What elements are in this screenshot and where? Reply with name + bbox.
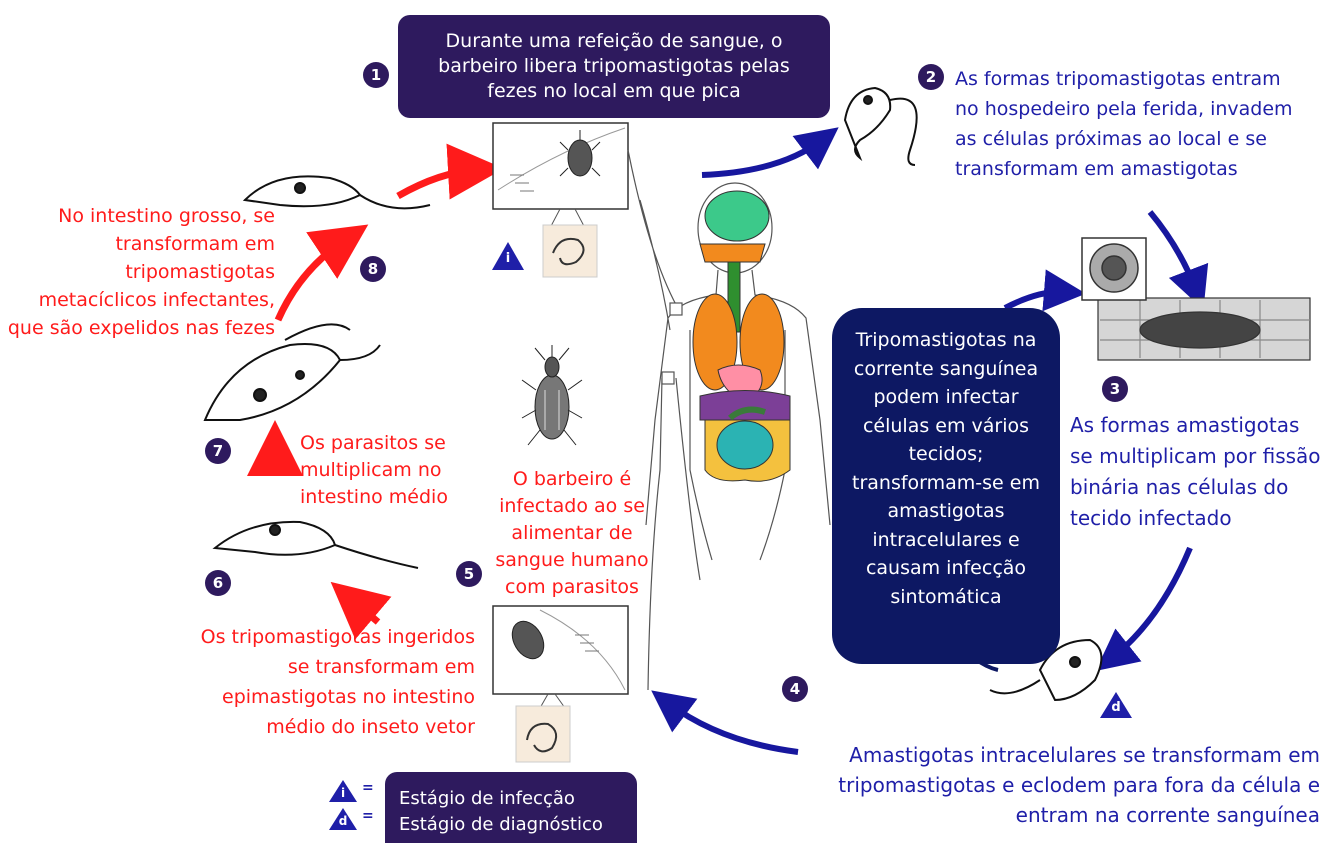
kissing-bug bbox=[522, 345, 582, 445]
arrow-2-to-3 bbox=[1150, 212, 1196, 290]
diagnostic-marker-letter: d bbox=[1108, 700, 1124, 716]
legend-infection-letter: i bbox=[335, 785, 351, 801]
trypomastigote-2 bbox=[845, 88, 917, 165]
arrow-8-to-1 bbox=[398, 170, 476, 196]
legend-diagnostic-letter: d bbox=[335, 813, 351, 829]
step-8-text: No intestino grosso, se transformam em t… bbox=[5, 202, 275, 342]
step-3-number: 3 bbox=[1102, 376, 1128, 402]
step-4-number: 4 bbox=[782, 676, 808, 702]
step-2-number: 2 bbox=[918, 64, 944, 90]
step-7-number: 7 bbox=[205, 438, 231, 464]
arrow-1-to-2 bbox=[702, 140, 822, 175]
step-5-number: 5 bbox=[456, 561, 482, 587]
muscle-tissue bbox=[1098, 298, 1310, 360]
step-1-box: Durante uma refeição de sangue, o barbei… bbox=[398, 15, 830, 118]
arrow-ingested-to-6 bbox=[352, 600, 378, 622]
amastigote-cell bbox=[1082, 238, 1146, 300]
legend-infection-label: Estágio de infecção bbox=[399, 786, 637, 812]
step-7-text: Os parasitos se multiplicam no intestino… bbox=[300, 430, 470, 511]
arrow-7-to-8 bbox=[278, 240, 345, 320]
step-3-text: As formas amastigotas se multiplicam por… bbox=[1070, 410, 1325, 534]
legend-diagnostic-label: Estágio de diagnóstico bbox=[399, 812, 637, 838]
bloodstream-box: Tripomastigotas na corrente sanguínea po… bbox=[832, 308, 1060, 664]
legend-equals-2: = bbox=[362, 808, 374, 824]
arrow-3-to-4 bbox=[1112, 548, 1190, 658]
legend-box: Estágio de infecção Estágio de diagnósti… bbox=[385, 772, 637, 843]
step-2-text: As formas tripomastigotas entram no hosp… bbox=[955, 64, 1295, 184]
step-6-text: Os tripomastigotas ingeridos se transfor… bbox=[185, 622, 475, 742]
epimastigote-6 bbox=[215, 522, 418, 568]
legend-equals-1: = bbox=[362, 780, 374, 796]
step-6-number: 6 bbox=[205, 570, 231, 596]
step-1-number: 1 bbox=[363, 62, 389, 88]
panel-bug-feeding-bottom bbox=[493, 606, 628, 762]
step-8-number: 8 bbox=[360, 256, 386, 282]
step-4-text: Amastigotas intracelulares se transforma… bbox=[772, 740, 1320, 830]
infection-marker-letter: i bbox=[500, 251, 516, 267]
arrow-box-to-cell bbox=[1005, 292, 1065, 308]
step-5-text: O barbeiro é infectado ao se alimentar d… bbox=[487, 466, 657, 601]
